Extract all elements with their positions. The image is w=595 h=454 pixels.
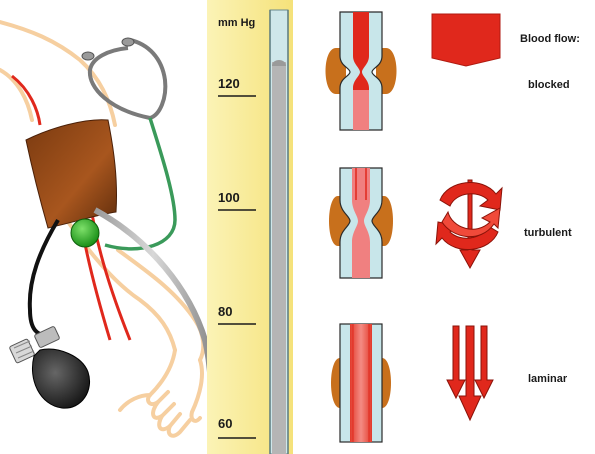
vessel-blocked bbox=[326, 12, 397, 130]
label-blocked: blocked bbox=[528, 79, 570, 91]
svg-text:120: 120 bbox=[218, 76, 240, 91]
inflation-bulb bbox=[9, 326, 89, 408]
legend-title: Blood flow: bbox=[520, 33, 580, 45]
svg-text:100: 100 bbox=[218, 190, 240, 205]
mercury-gauge: mm Hg 120 100 80 60 bbox=[207, 0, 293, 454]
vessel-laminar bbox=[331, 324, 391, 442]
laminar-flow-icon bbox=[447, 326, 493, 420]
svg-text:80: 80 bbox=[218, 304, 232, 319]
label-laminar: laminar bbox=[528, 373, 568, 385]
cuff-hose bbox=[30, 220, 58, 335]
turbulent-flow-icon bbox=[436, 180, 502, 268]
blocked-flow-icon bbox=[432, 14, 500, 66]
vessel-turbulent bbox=[329, 168, 393, 278]
stethoscope-chestpiece bbox=[71, 219, 99, 247]
gauge-unit-label: mm Hg bbox=[218, 17, 255, 29]
svg-text:60: 60 bbox=[218, 416, 232, 431]
label-turbulent: turbulent bbox=[524, 227, 572, 239]
mercury-level bbox=[272, 62, 286, 454]
